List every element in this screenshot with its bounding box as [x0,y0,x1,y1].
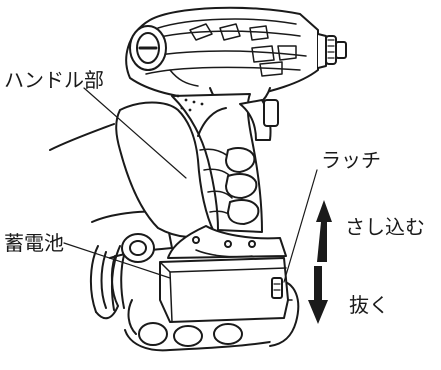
label-handle: ハンドル部 [4,68,104,92]
label-insert: さし込む [345,215,425,239]
arrow-down-icon [308,266,328,324]
leader-lines [63,87,318,283]
leader-battery [63,242,171,279]
label-remove: 抜く [349,293,389,317]
label-battery: 蓄電池 [4,231,64,255]
leader-latch [283,169,318,283]
label-latch: ラッチ [321,148,381,172]
leader-handle [83,87,187,179]
battery-latch [271,277,283,299]
arrow-up-icon [316,200,332,262]
battery-pack [111,233,289,323]
